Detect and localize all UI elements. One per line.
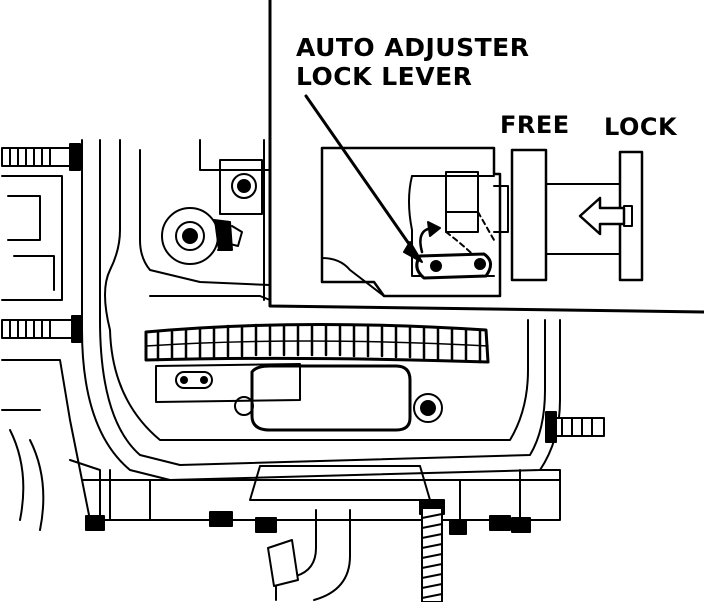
tensioner-body [234,364,443,432]
right-bolt [545,411,605,443]
lock-lever [415,252,492,280]
lower-bolt-heads [85,499,531,535]
callout-line1: AUTO ADJUSTER [296,33,530,62]
left-upper-bolt [1,143,81,171]
inset-tensioner-housing [320,146,585,298]
engine-block [1,139,605,602]
push-arrow [578,196,633,236]
rotate-arrow [419,221,441,254]
upper-bolt-boss [219,159,263,215]
callout-line2: LOCK LEVER [296,61,473,91]
chain-guide [155,363,301,403]
callout-label: AUTO ADJUSTER LOCK LEVER [296,33,530,92]
camshaft-sprocket [161,207,243,265]
coolant-hose [267,509,351,601]
left-lower-bolt [1,315,83,343]
callout-leader [304,94,423,263]
timing-chain [144,322,490,364]
lower-spring [421,507,443,602]
free-position-label: FREE [500,111,570,139]
lock-position-label: LOCK [604,113,678,141]
inset-detail [268,0,704,314]
